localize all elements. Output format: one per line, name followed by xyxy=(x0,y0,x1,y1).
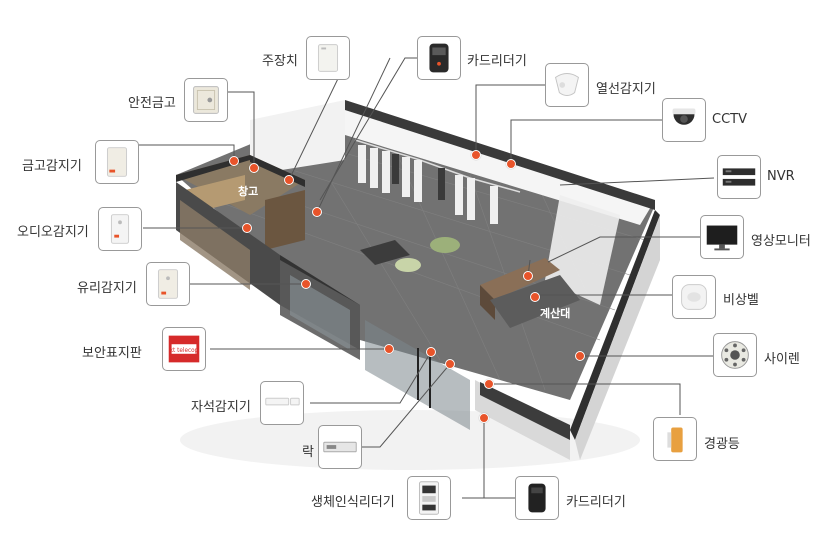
lock-label: 락 xyxy=(302,441,314,460)
marker-emergency-bell[interactable] xyxy=(530,292,540,302)
marker-magnetic-sensor[interactable] xyxy=(426,347,436,357)
main-controller-label: 주장치 xyxy=(262,50,298,69)
emergency-button-icon[interactable] xyxy=(672,275,716,319)
safe-label: 안전금고 xyxy=(128,92,176,111)
warning-light-label: 경광등 xyxy=(704,433,740,452)
card-reader-bottom-label: 카드리더기 xyxy=(566,491,626,510)
thermal-sensor-label: 열선감지기 xyxy=(596,78,656,97)
marker-safe-sensor[interactable] xyxy=(229,156,239,166)
marker-door-readers[interactable] xyxy=(479,413,489,423)
emergency-bell-label: 비상벨 xyxy=(723,289,759,308)
card-reader-icon[interactable] xyxy=(417,36,461,80)
safe-sensor-label: 금고감지기 xyxy=(22,155,82,174)
siren-icon[interactable] xyxy=(713,333,757,377)
marker-cctv[interactable] xyxy=(506,159,516,169)
monitor-icon[interactable] xyxy=(700,215,744,259)
marker-audio-sensor[interactable] xyxy=(242,223,252,233)
marker-safe[interactable] xyxy=(249,163,259,173)
sign-text: kt telecop xyxy=(170,348,199,354)
thermal-sensor-icon[interactable] xyxy=(545,63,589,107)
marker-warning-light[interactable] xyxy=(484,379,494,389)
vibration-sensor-icon[interactable] xyxy=(95,140,139,184)
audio-sensor-label: 오디오감지기 xyxy=(17,221,89,240)
marker-video-monitor[interactable] xyxy=(523,271,533,281)
magnetic-sensor-label: 자석감지기 xyxy=(191,396,251,415)
marker-lock[interactable] xyxy=(445,359,455,369)
audio-sensor-icon[interactable] xyxy=(98,207,142,251)
marker-siren[interactable] xyxy=(575,351,585,361)
magnetic-sensor-icon[interactable] xyxy=(260,381,304,425)
marker-card-reader-top[interactable] xyxy=(312,207,322,217)
marker-main-controller[interactable] xyxy=(284,175,294,185)
warning-light-icon[interactable] xyxy=(653,417,697,461)
counter-label: 계산대 xyxy=(540,305,570,321)
door-lock-icon[interactable] xyxy=(318,425,362,469)
glass-sensor-icon[interactable] xyxy=(146,262,190,306)
video-monitor-label: 영상모니터 xyxy=(751,230,811,249)
security-sign-label: 보안표지판 xyxy=(82,342,142,361)
biometric-reader-icon[interactable] xyxy=(407,476,451,520)
security-sign-icon[interactable]: kt telecop xyxy=(162,327,206,371)
storage-room-label: 창고 xyxy=(238,183,258,199)
dome-camera-icon[interactable] xyxy=(662,98,706,142)
biometric-reader-label: 생체인식리더기 xyxy=(311,491,395,510)
card-reader-top-label: 카드리더기 xyxy=(467,50,527,69)
recorder-icon[interactable] xyxy=(717,155,761,199)
safe-icon[interactable] xyxy=(184,78,228,122)
glass-sensor-label: 유리감지기 xyxy=(77,277,137,296)
card-reader-bottom-icon[interactable] xyxy=(515,476,559,520)
siren-label: 사이렌 xyxy=(764,348,800,367)
marker-security-sign[interactable] xyxy=(384,344,394,354)
marker-thermal-sensor[interactable] xyxy=(471,150,481,160)
marker-glass-sensor[interactable] xyxy=(301,279,311,289)
controller-icon[interactable] xyxy=(306,36,350,80)
cctv-label: CCTV xyxy=(712,112,747,127)
nvr-label: NVR xyxy=(767,169,795,184)
